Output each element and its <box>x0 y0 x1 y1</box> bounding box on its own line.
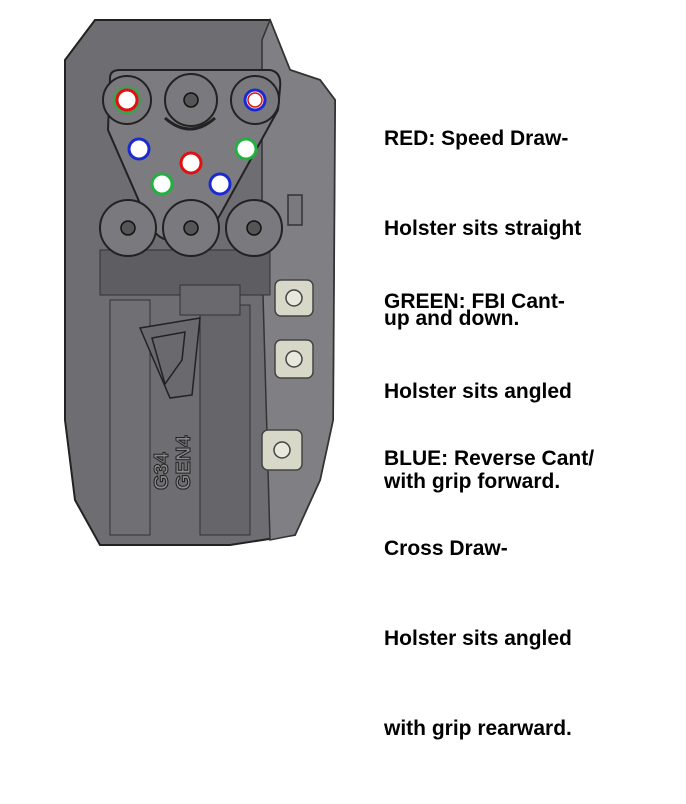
holster-diagram: G34 GEN4 RED: Speed Draw- Holster sits s… <box>64 17 594 740</box>
green-caption-line: GREEN: FBI Cant- <box>384 290 565 313</box>
red-caption-line: up and down. <box>384 307 520 330</box>
engraving-model: G34 <box>151 451 173 490</box>
holster-drawing: G34 GEN4 <box>64 17 337 546</box>
green-caption: GREEN: FBI Cant- Holster sits angled wit… <box>384 227 572 557</box>
red-caption: RED: Speed Draw- Holster sits straight u… <box>384 64 581 394</box>
plate-slot <box>164 116 216 131</box>
brand-logo-emblem <box>138 317 201 399</box>
screw-hole <box>120 220 136 236</box>
blue-hole-left <box>127 137 151 161</box>
holster-ridge-left <box>109 299 151 536</box>
green-hole-right <box>234 137 258 161</box>
holster-ridge-inner <box>179 284 241 316</box>
red-caption-line: RED: Speed Draw- <box>384 127 569 150</box>
side-washer <box>274 279 314 317</box>
blue-caption-line: BLUE: Reverse Cant/ <box>384 447 595 470</box>
green-ring-top-left <box>113 86 141 114</box>
blue-caption-line: with grip rearward. <box>384 717 572 740</box>
screw-hole <box>183 220 199 236</box>
blue-caption-line: Holster sits angled <box>384 627 572 650</box>
blue-caption: BLUE: Reverse Cant/ Cross Draw- Holster … <box>384 384 594 804</box>
holster-shadow-band <box>99 249 271 296</box>
blue-hole-lower-right <box>208 172 232 196</box>
green-caption-line: with grip forward. <box>384 470 561 493</box>
red-ring-top-right <box>247 92 263 108</box>
side-washer <box>261 429 303 471</box>
side-washer <box>274 339 314 379</box>
green-hole-lower-left <box>150 172 174 196</box>
red-hole-center <box>179 151 203 175</box>
side-tab <box>287 194 303 226</box>
screw-hole <box>183 92 199 108</box>
holster-ridge-mid <box>199 304 251 536</box>
red-caption-line: Holster sits straight <box>384 217 582 240</box>
engraving-gen: GEN4 <box>173 435 195 490</box>
red-hole-top-left <box>115 88 139 112</box>
blue-caption-line: Cross Draw- <box>384 537 508 560</box>
screw-hole <box>246 220 262 236</box>
green-caption-line: Holster sits angled <box>384 380 572 403</box>
